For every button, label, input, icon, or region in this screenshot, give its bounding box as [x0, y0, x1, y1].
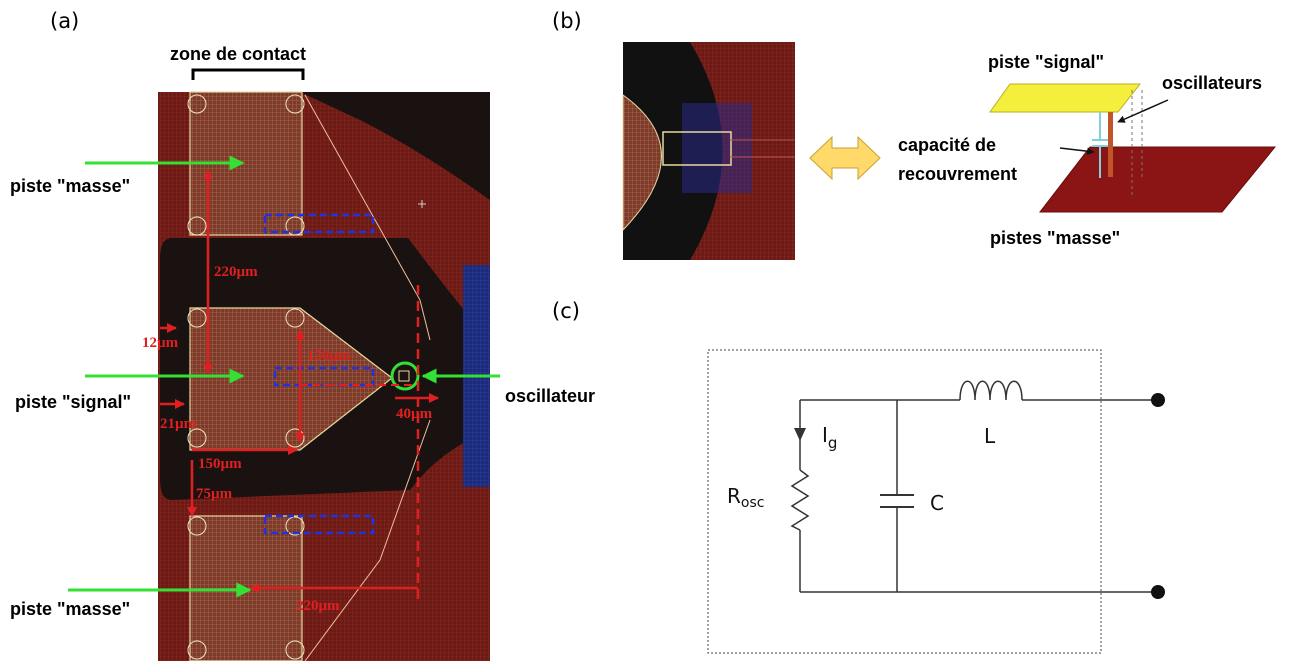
signal-plate	[989, 83, 1142, 113]
arrow-to-oscillators	[1117, 99, 1169, 123]
arrow-to-capacity	[1059, 147, 1095, 155]
zoom-lines	[730, 139, 795, 158]
current-symbol: I	[822, 423, 828, 447]
resistor-label: Rosc	[727, 484, 764, 511]
pad-circle	[285, 94, 305, 114]
oscillator-pillar	[1108, 112, 1113, 177]
ground-tracks-label: pistes "masse"	[990, 228, 1120, 248]
pad-circle	[285, 516, 305, 536]
ground-top-label: piste "masse"	[10, 176, 130, 196]
ground-bottom-label: piste "masse"	[10, 599, 130, 619]
dim-label-40: 40µm	[396, 406, 433, 422]
oscillator-label: oscillateur	[505, 386, 595, 406]
oscillator-circle	[390, 361, 420, 391]
oscillator-square	[398, 370, 410, 382]
edge-line	[304, 419, 431, 661]
dim-label-150-bottom: 150µm	[198, 456, 242, 472]
panel-b-layout-zoom	[622, 42, 795, 260]
zone-contact-bracket: zone de contact	[170, 44, 306, 80]
dim-label-150-right: 150µm	[307, 348, 351, 364]
bracket-shape	[191, 68, 305, 80]
current-arrow-icon	[794, 428, 806, 441]
capacity-label-line2: recouvrement	[898, 164, 1017, 184]
double-arrow-icon	[809, 135, 881, 181]
pad-circle	[285, 308, 305, 328]
terminal-bottom	[1151, 585, 1165, 599]
panel-b-3d-sketch	[989, 83, 1277, 213]
zoom-oscillator-rect	[662, 131, 732, 166]
gap-top-right	[300, 92, 490, 200]
zoom-dark-region	[623, 42, 723, 260]
signal-track-label-b: piste "signal"	[988, 52, 1104, 72]
dim-label-220-top: 220µm	[214, 264, 258, 280]
panel-c-circuit	[707, 349, 1165, 654]
capacity-label-line1: capacité de	[898, 135, 996, 155]
pad-circle	[187, 94, 207, 114]
edge-line	[304, 94, 431, 341]
resistor-zigzag	[790, 469, 810, 531]
current-label: Ig	[822, 423, 837, 452]
resistor-symbol: R	[727, 484, 741, 508]
inductor-coil	[959, 380, 1023, 401]
dimension-lines	[160, 169, 439, 605]
zone-contact-label: zone de contact	[170, 44, 306, 64]
dim-label-75: 75µm	[196, 486, 233, 502]
panel-label-b: (b)	[552, 9, 582, 33]
terminal-top	[1151, 393, 1165, 407]
zoom-signal-tip	[622, 94, 662, 232]
signal-label: piste "signal"	[15, 392, 131, 412]
green-arrows	[68, 155, 500, 598]
dim-label-220-bottom: 220µm	[296, 598, 340, 614]
pad-circle	[285, 640, 305, 660]
blue-dash-rect	[273, 366, 375, 387]
oscillators-label: oscillateurs	[1162, 73, 1262, 93]
pad-circle	[187, 428, 207, 448]
current-subscript: g	[828, 434, 838, 452]
inductor-label: L	[984, 424, 996, 448]
pad-circle	[187, 516, 207, 536]
pad-circle	[285, 216, 305, 236]
panel-label-a: (a)	[50, 9, 79, 33]
resistor-subscript: osc	[741, 495, 765, 511]
panel-label-c: (c)	[552, 299, 580, 323]
capacitor-label: C	[930, 491, 944, 515]
signal-track	[189, 307, 393, 451]
blue-dash-rect	[263, 213, 375, 234]
blue-dash-rect	[263, 514, 375, 535]
zoom-blue-area	[682, 103, 752, 193]
dim-label-21: 21µm	[160, 416, 197, 432]
capacitor-plates	[880, 494, 914, 508]
crosshair-icon	[418, 200, 426, 208]
dim-label-12: 12µm	[142, 335, 179, 351]
circuit-box	[707, 349, 1102, 654]
ground-plate	[1038, 146, 1277, 213]
pad-circle	[187, 640, 207, 660]
